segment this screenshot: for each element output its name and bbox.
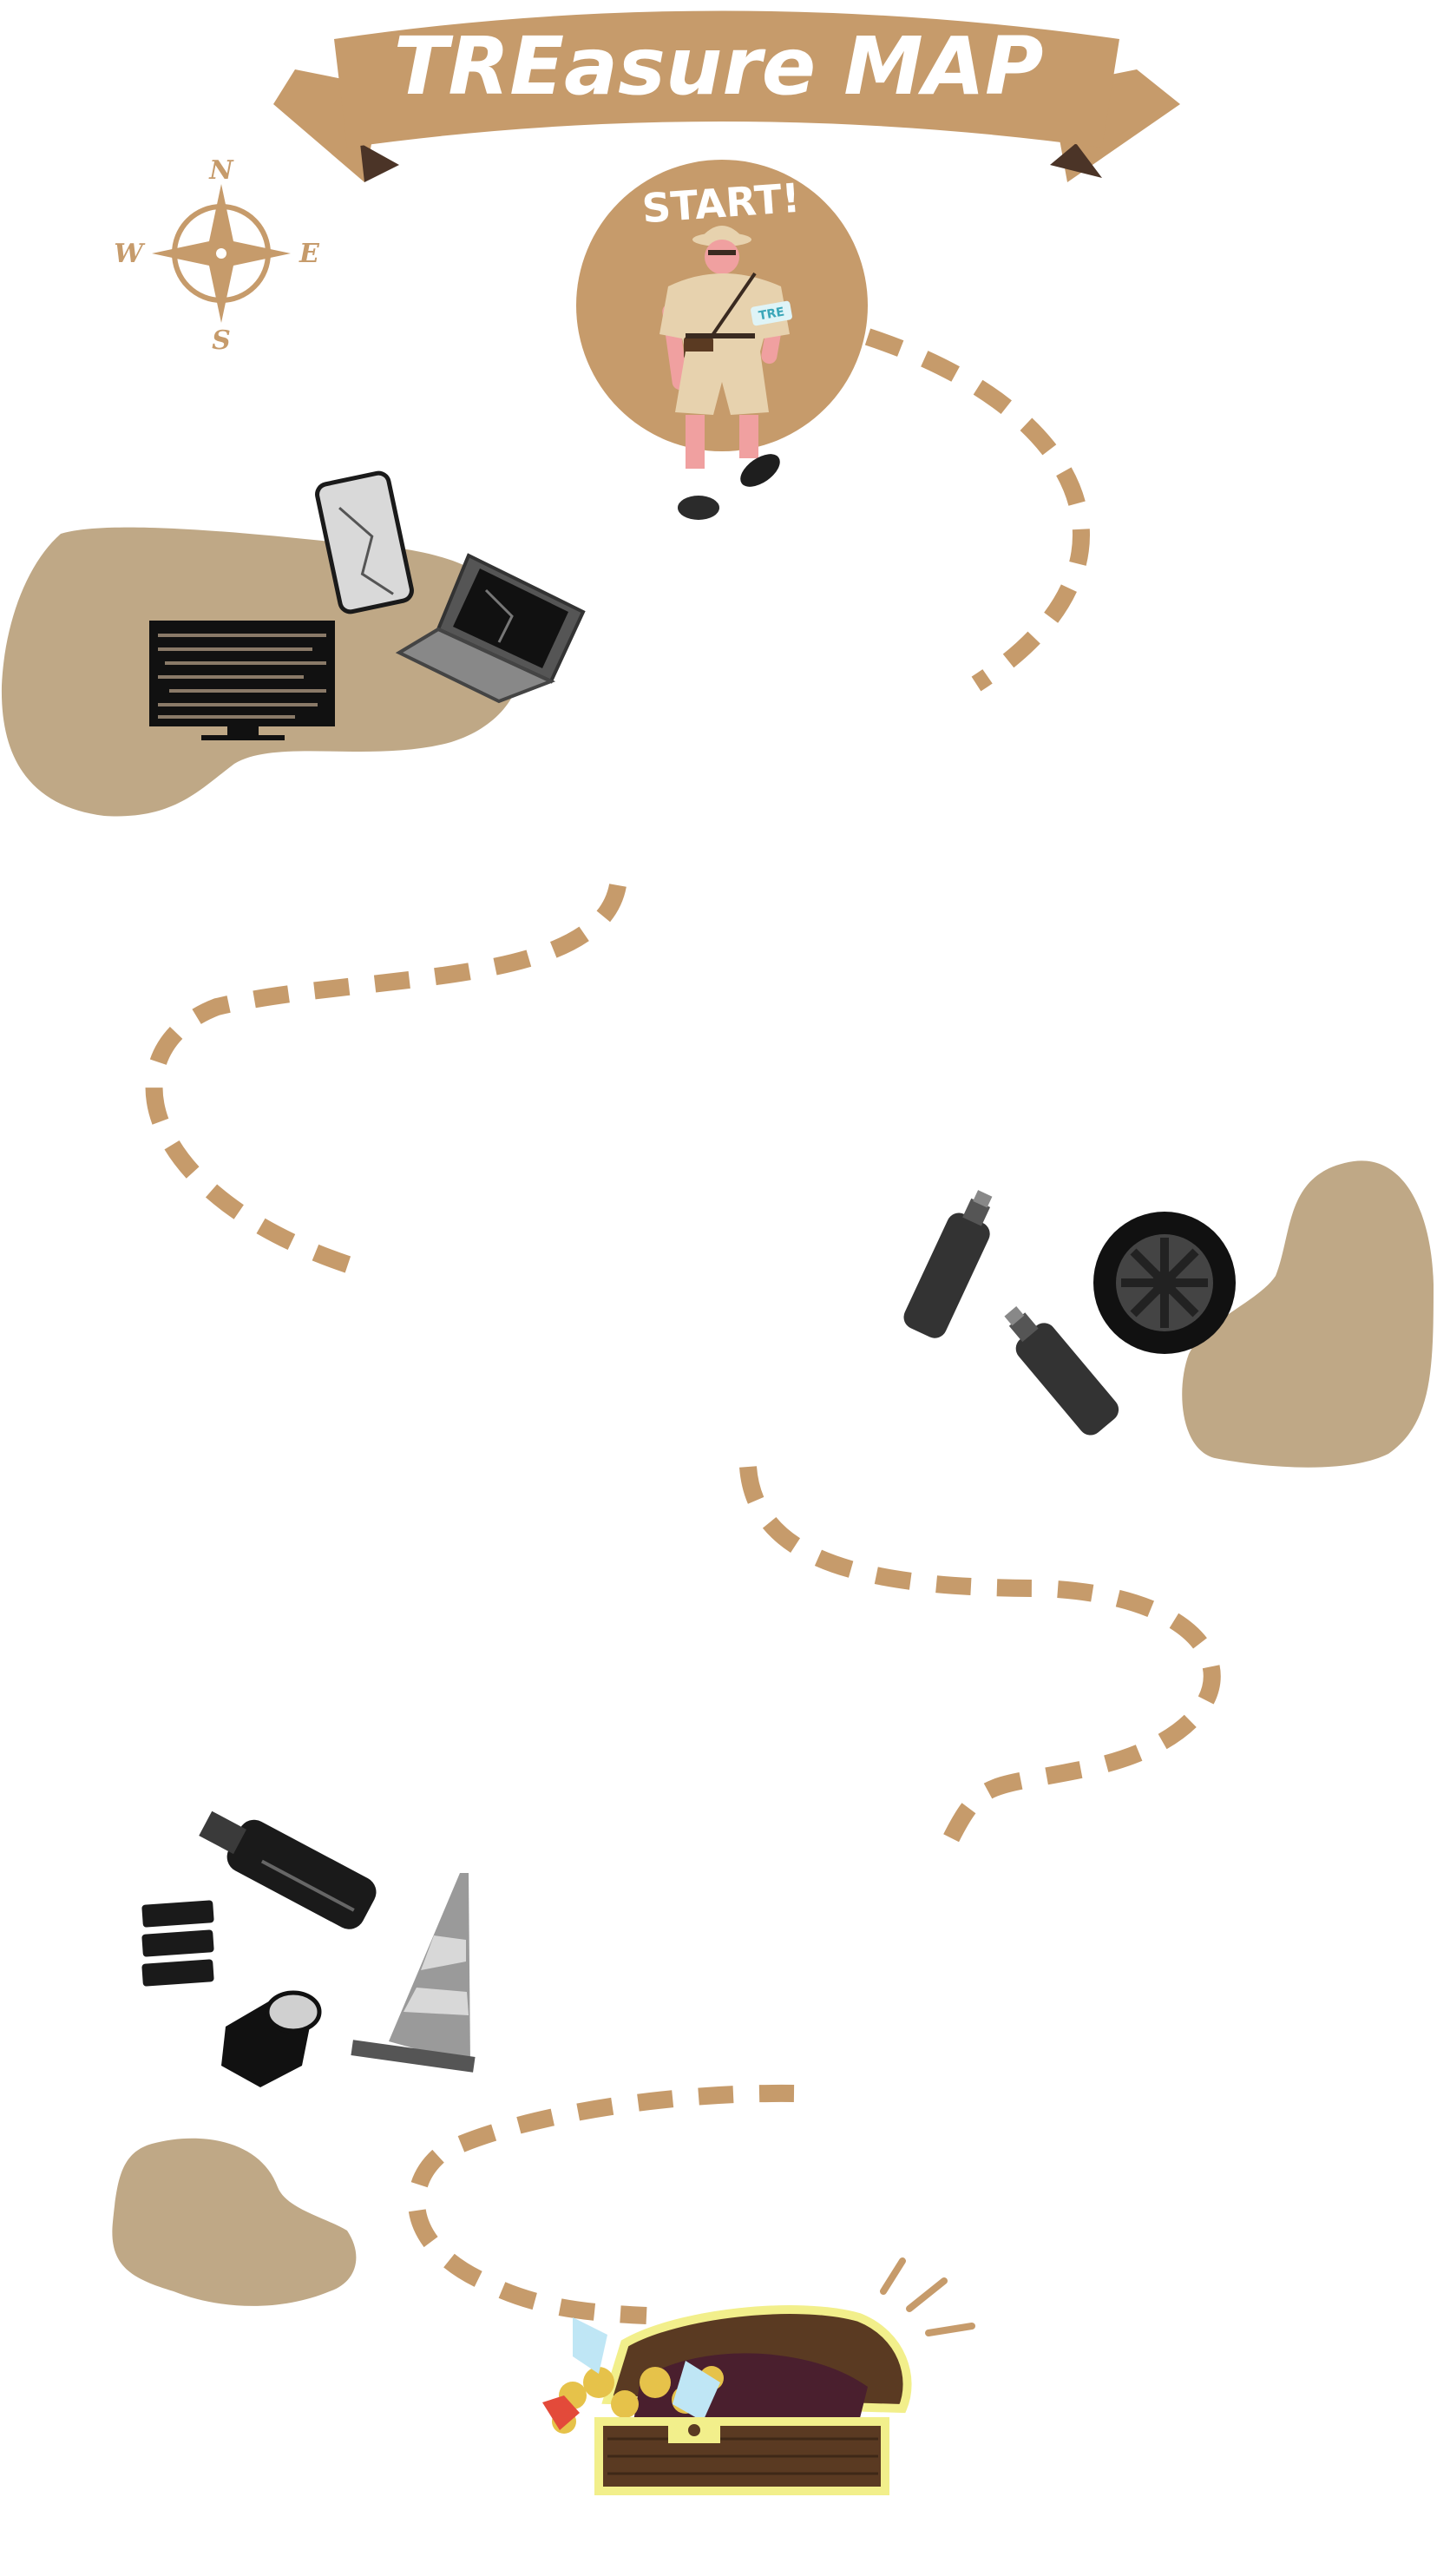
tire-icon	[1093, 1212, 1236, 1354]
explorer-badge: TRE	[758, 306, 785, 324]
map-title: TREasure MAP	[394, 20, 1044, 113]
compass-west: W	[114, 239, 146, 269]
compass-north: N	[208, 155, 234, 186]
compass-east: E	[299, 239, 320, 269]
battery-icon	[141, 1900, 214, 1987]
compass-south: S	[212, 325, 231, 356]
broken-monitor-icon	[149, 621, 335, 740]
broken-laptop-icon	[395, 553, 586, 704]
crushed-can-icon	[221, 1990, 322, 2087]
traffic-cone-icon	[351, 1873, 476, 2073]
start-label: START!	[640, 174, 802, 233]
treasure-chest-icon	[542, 2257, 975, 2495]
glass-bottle-icon	[199, 1810, 377, 1929]
island-2	[1182, 1160, 1434, 1468]
island-4	[112, 2138, 357, 2306]
compass-rose-icon: N S E W	[114, 155, 320, 356]
explorer-character: TRE	[659, 226, 792, 520]
trail-path	[145, 328, 1221, 2324]
cracked-phone-icon	[315, 470, 414, 614]
plastic-bottle-icon	[903, 1190, 1119, 1436]
title-banner: TREasure MAP	[273, 10, 1180, 182]
